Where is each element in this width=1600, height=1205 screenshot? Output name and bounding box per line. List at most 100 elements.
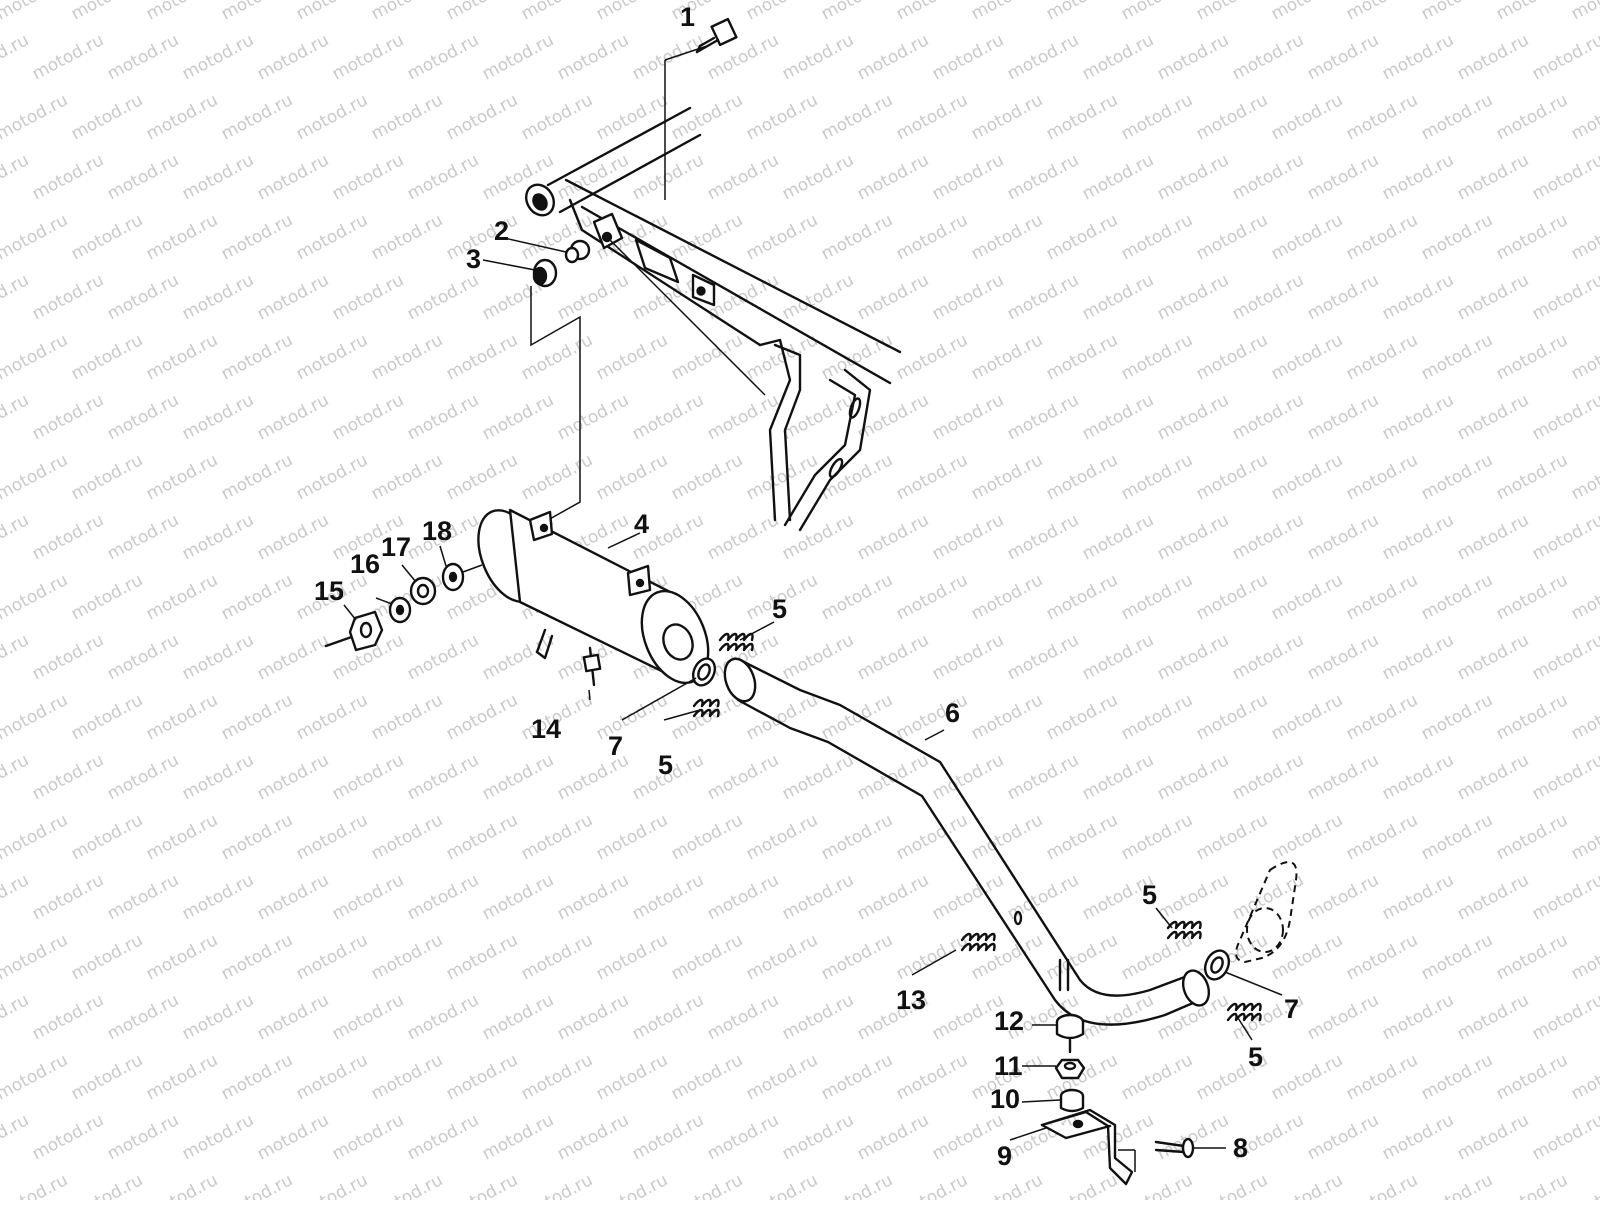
watermark-text: motod.ru (1568, 1170, 1600, 1200)
watermark-text: motod.ru (368, 90, 446, 144)
watermark-text: motod.ru (218, 1050, 296, 1104)
watermark-text: motod.ru (29, 630, 107, 684)
watermark-text: motod.ru (179, 30, 257, 84)
watermark-text: motod.ru (254, 750, 332, 804)
watermark-text: motod.ru (968, 0, 1046, 24)
watermark-text: motod.ru (779, 990, 857, 1044)
watermark-text: motod.ru (1493, 210, 1571, 264)
watermark-text: motod.ru (0, 390, 32, 444)
watermark-text: motod.ru (593, 1170, 671, 1200)
watermark-text: motod.ru (668, 90, 746, 144)
watermark-text: motod.ru (629, 990, 707, 1044)
watermark-text: motod.ru (104, 990, 182, 1044)
watermark-text: motod.ru (893, 210, 971, 264)
muffler-part-4 (477, 508, 710, 687)
watermark-text: motod.ru (779, 1110, 857, 1164)
watermark-text: motod.ru (704, 750, 782, 804)
watermark-text: motod.ru (329, 150, 407, 204)
watermark-text: motod.ru (1193, 690, 1271, 744)
watermark-text: motod.ru (368, 210, 446, 264)
watermark-text: motod.ru (1043, 0, 1121, 24)
watermark-text: motod.ru (1304, 1110, 1382, 1164)
washer-part-17 (409, 576, 437, 606)
watermark-text: motod.ru (1079, 510, 1157, 564)
watermark-text: motod.ru (0, 930, 71, 984)
callout-13: 13 (896, 985, 926, 1015)
watermark-text: motod.ru (854, 870, 932, 924)
watermark-text: motod.ru (404, 630, 482, 684)
watermark-text: motod.ru (1154, 390, 1232, 444)
callout-9: 9 (997, 1141, 1012, 1171)
watermark-text: motod.ru (0, 0, 71, 24)
watermark-text: motod.ru (1493, 810, 1571, 864)
watermark-text: motod.ru (668, 810, 746, 864)
watermark-text: motod.ru (443, 1170, 521, 1200)
watermark-text: motod.ru (1079, 750, 1157, 804)
watermark-text: motod.ru (1193, 810, 1271, 864)
watermark-text: motod.ru (218, 810, 296, 864)
watermark-text: motod.ru (404, 750, 482, 804)
watermark-text: motod.ru (0, 330, 71, 384)
watermark-text: motod.ru (254, 1110, 332, 1164)
watermark-text: motod.ru (254, 870, 332, 924)
watermark-text: motod.ru (443, 1050, 521, 1104)
watermark-text: motod.ru (1118, 810, 1196, 864)
watermark-text: motod.ru (854, 270, 932, 324)
watermark-text: motod.ru (1004, 390, 1082, 444)
watermark-text: motod.ru (368, 450, 446, 504)
watermark-text: motod.ru (1229, 630, 1307, 684)
watermark-text: motod.ru (29, 30, 107, 84)
watermark-text: motod.ru (1043, 450, 1121, 504)
spring-part-5b (692, 698, 720, 718)
watermark-text: motod.ru (1268, 690, 1346, 744)
watermark-text: motod.ru (1493, 690, 1571, 744)
bolt-part-8 (1154, 1137, 1226, 1159)
watermark-text: motod.ru (1118, 570, 1196, 624)
watermark-text: motod.ru (179, 630, 257, 684)
watermark-text: motod.ru (1268, 330, 1346, 384)
watermark-text: motod.ru (818, 690, 896, 744)
watermark-text: motod.ru (254, 30, 332, 84)
watermark-text: motod.ru (1304, 870, 1382, 924)
watermark-text: motod.ru (254, 150, 332, 204)
watermark-text: motod.ru (968, 1170, 1046, 1200)
watermark-text: motod.ru (104, 30, 182, 84)
watermark-text: motod.ru (1043, 570, 1121, 624)
watermark-text: motod.ru (1418, 930, 1496, 984)
watermark-text: motod.ru (818, 330, 896, 384)
watermark-text: motod.ru (1268, 570, 1346, 624)
watermark-text: motod.ru (29, 990, 107, 1044)
watermark-text: motod.ru (518, 0, 596, 24)
watermark-text: motod.ru (1229, 30, 1307, 84)
watermark-text: motod.ru (1043, 90, 1121, 144)
watermark-text: motod.ru (1568, 930, 1600, 984)
watermark-text: motod.ru (404, 990, 482, 1044)
watermark-text: motod.ru (1118, 210, 1196, 264)
watermark-text: motod.ru (68, 0, 146, 24)
watermark-text: motod.ru (1343, 1050, 1421, 1104)
watermark-text: motod.ru (1079, 150, 1157, 204)
watermark-text: motod.ru (1004, 750, 1082, 804)
watermark-text: motod.ru (779, 630, 857, 684)
watermark-text: motod.ru (1268, 210, 1346, 264)
watermark-text: motod.ru (629, 1110, 707, 1164)
watermark-text: motod.ru (818, 1050, 896, 1104)
watermark-text: motod.ru (404, 390, 482, 444)
watermark-text: motod.ru (893, 1170, 971, 1200)
watermark-text: motod.ru (1529, 750, 1600, 804)
watermark-text: motod.ru (443, 90, 521, 144)
watermark-text: motod.ru (1079, 30, 1157, 84)
watermark-text: motod.ru (1568, 1050, 1600, 1104)
spring-part-5c (1166, 920, 1202, 940)
watermark-text: motod.ru (1304, 990, 1382, 1044)
watermark-text: motod.ru (1343, 90, 1421, 144)
watermark-text: motod.ru (1529, 30, 1600, 84)
watermark-text: motod.ru (1454, 390, 1532, 444)
watermark-text: motod.ru (1304, 630, 1382, 684)
watermark-text: motod.ru (554, 270, 632, 324)
watermark-text: motod.ru (1568, 810, 1600, 864)
watermark-text: motod.ru (593, 930, 671, 984)
callout-6: 6 (945, 698, 960, 728)
